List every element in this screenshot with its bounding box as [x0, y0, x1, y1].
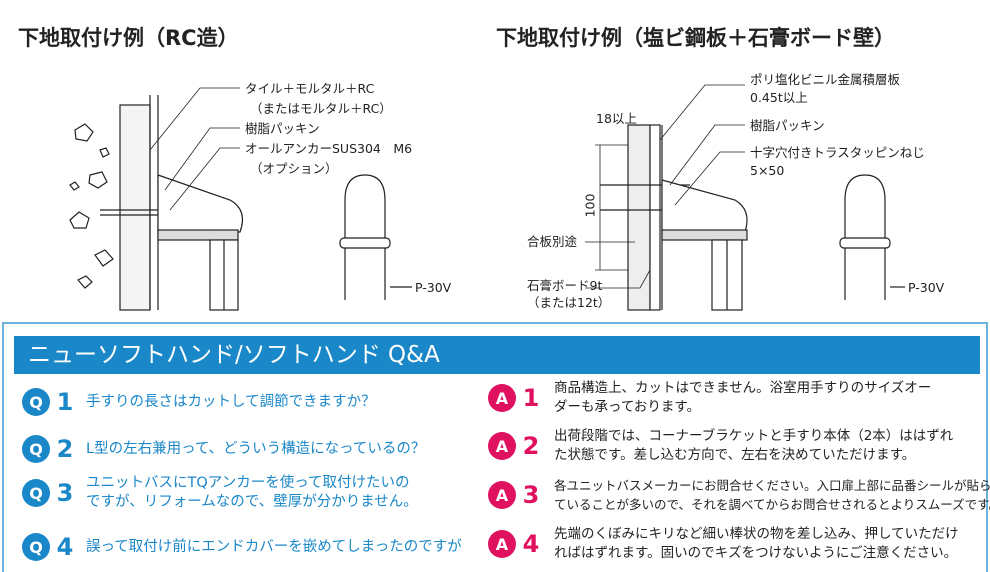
question-text: 手すりの長さはカットして調節できますか？	[86, 393, 376, 410]
label-option: （オプション）	[250, 161, 338, 176]
label-tile-mortar-rc: タイル＋モルタル＋RC	[245, 81, 375, 96]
label-plywood: 合板別途	[527, 234, 578, 249]
answer-text: 商品構造上、カットはできません。浴室用手すりのサイズオー	[554, 380, 932, 396]
a-number: 1	[522, 384, 540, 412]
answer-text: ダーも承っております。	[554, 399, 701, 415]
label-gypsum-alt: （または12t）	[527, 295, 611, 310]
question-text: ユニットバスにTQアンカーを使って取付けたいの	[86, 475, 410, 491]
label-100: 100	[582, 193, 598, 218]
answer-text: 出荷段階では、コーナーブラケットと手すり本体（2本）ははずれ	[554, 428, 954, 444]
question-text: L型の左右兼用って、どういう構造になっているの？	[86, 440, 426, 457]
label-resin-packing-right: 樹脂パッキン	[750, 118, 825, 133]
label-pvc-steel: ポリ塩化ビニル金属積層板	[750, 72, 901, 87]
question-text: 誤って取付け前にエンドカバーを嵌めてしまったのですが	[86, 538, 462, 555]
a-number: 2	[522, 432, 540, 460]
q-icon: Q	[22, 388, 50, 416]
label-gypsum: 石膏ボード9t	[527, 278, 603, 293]
label-18min: 18以上	[596, 111, 637, 126]
p30v-bracket-right	[839, 174, 905, 300]
a-icon: A	[488, 432, 516, 460]
label-mortar-rc-alt: （またはモルタル＋RC）	[250, 101, 392, 116]
answer-text: た状態です。差し込む方向で、左右を決めていただけます。	[554, 447, 916, 463]
left-leader-lines	[149, 87, 240, 211]
q-icon: Q	[22, 435, 50, 463]
a-number: 3	[522, 481, 540, 509]
installation-diagrams	[69, 84, 905, 311]
a-icon: A	[488, 384, 516, 412]
answer-text: ればはずれます。固いのでキズをつけないようにご注意ください。	[554, 545, 958, 561]
qa-title: ニューソフトハンド/ソフトハンド Q&A	[14, 336, 980, 374]
label-screw-size: 5×50	[750, 163, 785, 178]
label-screw: 十字穴付きトラスタッピンねじ	[750, 145, 925, 160]
q-number: 3	[56, 479, 74, 507]
label-p30v-left: P-30V	[415, 280, 452, 295]
q-number: 1	[56, 388, 74, 416]
right-diagram-title: 下地取付け例（塩ビ鋼板＋石膏ボード壁）	[496, 26, 895, 50]
rc-wall-section	[69, 95, 243, 311]
answer-text: 先端のくぼみにキリなど細い棒状の物を差し込み、押していただけ	[554, 526, 959, 542]
answer-text: ていることが多いので、それを調べてからお問合せされるとよりスムーズです。	[554, 497, 990, 512]
a-icon: A	[488, 481, 516, 509]
q-icon: Q	[22, 533, 50, 561]
label-resin-packing: 樹脂パッキン	[245, 121, 320, 136]
q-number: 2	[56, 435, 74, 463]
answer-text: 各ユニットバスメーカーにお問合せください。入口扉上部に品番シールが貼られ	[554, 478, 990, 493]
q-icon: Q	[22, 479, 50, 507]
left-diagram-title: 下地取付け例（RC造）	[18, 26, 239, 50]
label-all-anchor: オールアンカーSUS304 M6	[245, 141, 413, 156]
label-p30v-right: P-30V	[908, 280, 945, 295]
board-wall-section	[595, 124, 748, 311]
q-number: 4	[56, 533, 74, 561]
a-icon: A	[488, 530, 516, 558]
label-thickness: 0.45t以上	[750, 90, 808, 105]
p30v-bracket-left	[339, 174, 412, 300]
a-number: 4	[522, 530, 540, 558]
right-leader-lines	[585, 84, 745, 289]
question-text: ですが、リフォームなので、壁厚が分かりません。	[86, 494, 418, 510]
